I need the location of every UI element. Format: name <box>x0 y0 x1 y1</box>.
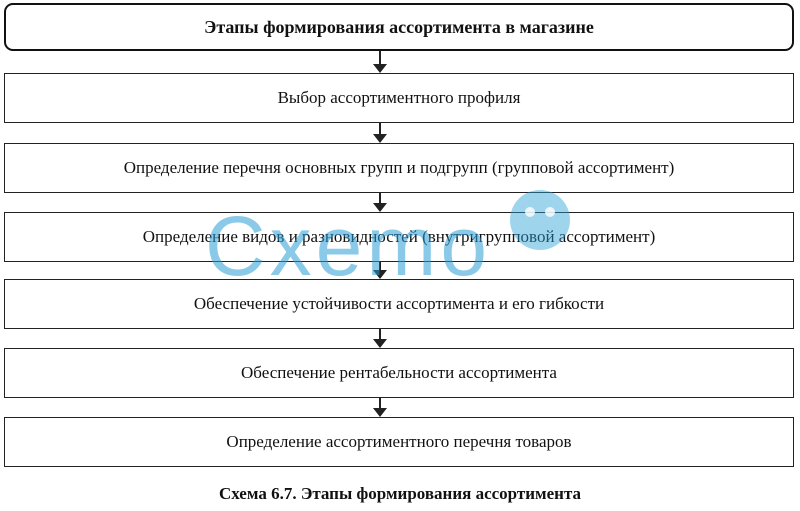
step-label: Определение видов и разновидностей (внут… <box>142 227 656 246</box>
arrow-down-icon <box>373 262 387 279</box>
step-label: Определение перечня основных групп и под… <box>123 158 675 177</box>
arrow-down-icon <box>373 193 387 212</box>
arrow-down-icon <box>373 123 387 143</box>
figure-caption: Схема 6.7. Этапы формирования ассортимен… <box>218 484 582 503</box>
step-label: Обеспечение рентабельности ассортимента <box>241 363 557 382</box>
step-box-5: Обеспечение рентабельности ассортимента <box>4 348 794 398</box>
diagram-title: Этапы формирования ассортимента в магази… <box>204 16 594 37</box>
arrow-down-icon <box>373 398 387 417</box>
step-box-2: Определение перечня основных групп и под… <box>4 143 794 193</box>
arrow-down-icon <box>373 329 387 348</box>
step-label: Выбор ассортиментного профиля <box>277 88 521 107</box>
step-label: Определение ассортиментного перечня това… <box>226 432 572 451</box>
step-box-4: Обеспечение устойчивости ассортимента и … <box>4 279 794 329</box>
step-label: Обеспечение устойчивости ассортимента и … <box>193 294 605 313</box>
arrow-down-icon <box>373 51 387 73</box>
step-box-1: Выбор ассортиментного профиля <box>4 73 794 123</box>
diagram-title-box: Этапы формирования ассортимента в магази… <box>4 3 794 51</box>
step-box-3: Определение видов и разновидностей (внут… <box>4 212 794 262</box>
step-box-6: Определение ассортиментного перечня това… <box>4 417 794 467</box>
